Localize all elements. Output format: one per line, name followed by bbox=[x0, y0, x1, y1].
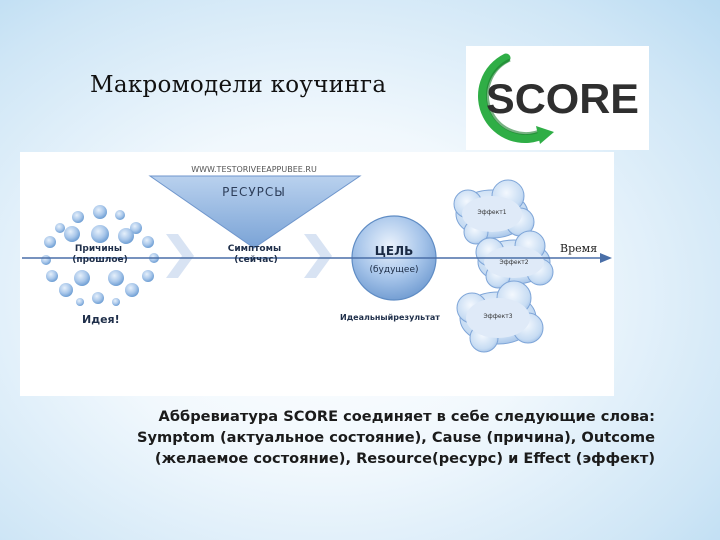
ideas-label: Идея! bbox=[82, 313, 120, 326]
causes-label: Причины (прошлое) bbox=[72, 244, 128, 265]
effect-cloud-3 bbox=[456, 280, 544, 353]
score-caption: Аббревиатура SCORE соединяет в себе след… bbox=[95, 406, 655, 469]
score-logo: SCORE bbox=[466, 46, 649, 150]
symptoms-label: Симптомы (сейчас) bbox=[228, 244, 285, 265]
score-logo-graphic: SCORE bbox=[478, 53, 639, 144]
goal-label: ЦЕЛЬ bbox=[375, 244, 413, 258]
chevron-arrow-1 bbox=[166, 234, 194, 278]
chevron-arrow-2 bbox=[304, 234, 332, 278]
idea-bubbles bbox=[41, 205, 159, 306]
caption-line-1: Аббревиатура SCORE соединяет в себе след… bbox=[158, 408, 655, 425]
symptoms-label-line-1: Симптомы bbox=[228, 244, 281, 254]
resources-label: РЕСУРСЫ bbox=[222, 185, 286, 199]
score-diagram: WWW.TESTORIVEEAPPUBEE.RU РЕСУРСЫ ЦЕЛЬ (б… bbox=[20, 152, 614, 396]
effect-cloud-2 bbox=[475, 230, 554, 289]
goal-sub-label: (будущее) bbox=[370, 265, 419, 275]
caption-line-3: (желаемое состояние), Resource(ресурс) и… bbox=[154, 450, 655, 467]
time-label: Время bbox=[560, 242, 597, 255]
effect-cloud-1 bbox=[453, 179, 535, 245]
effect-label-3: Эффект3 bbox=[483, 313, 512, 320]
slide-title: Макромодели коучинга bbox=[90, 72, 387, 98]
caption-line-2: Symptom (актуальное состояние), Cause (п… bbox=[137, 429, 655, 446]
resources-triangle bbox=[148, 175, 362, 249]
causes-label-line-1: Причины bbox=[75, 244, 122, 254]
website-label: WWW.TESTORIVEEAPPUBEE.RU bbox=[191, 165, 317, 174]
diagram-graphic: WWW.TESTORIVEEAPPUBEE.RU РЕСУРСЫ ЦЕЛЬ (б… bbox=[22, 165, 612, 353]
causes-label-line-2: (прошлое) bbox=[72, 255, 128, 265]
logo-text: SCORE bbox=[486, 75, 639, 122]
ideal-result-label: Идеальныйрезультат bbox=[340, 313, 440, 322]
effect-label-2: Эффект2 bbox=[499, 259, 528, 266]
time-axis-arrow bbox=[22, 253, 612, 263]
effect-label-1: Эффект1 bbox=[477, 209, 506, 216]
symptoms-label-line-2: (сейчас) bbox=[234, 255, 278, 265]
